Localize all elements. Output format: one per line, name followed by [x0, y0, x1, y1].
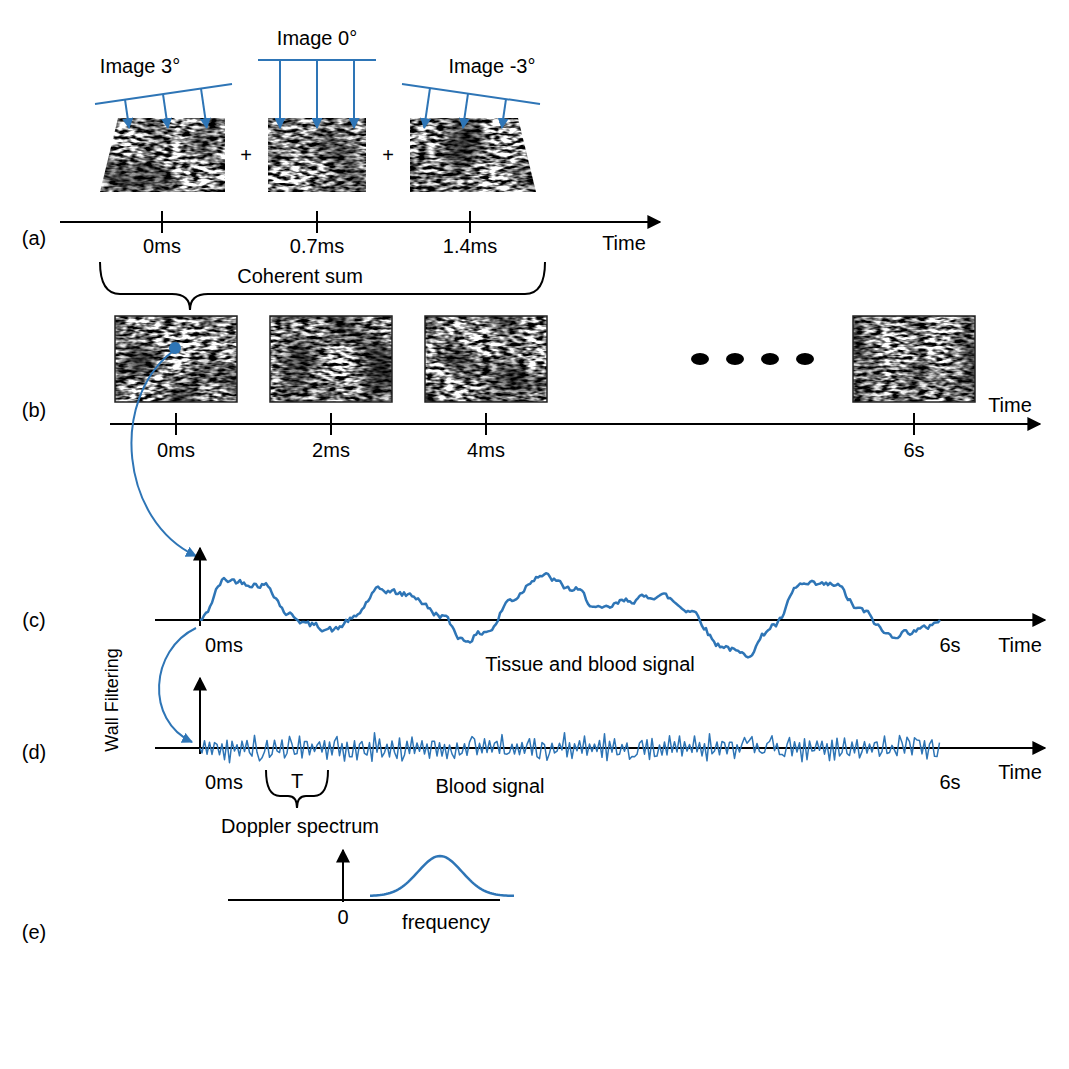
transmit-arrow	[279, 60, 281, 128]
ellipsis-dot	[726, 353, 744, 365]
tick-label: 0ms	[157, 439, 195, 462]
tick	[330, 413, 332, 435]
tick-label: 0ms	[205, 771, 243, 794]
pixel-arrow	[131, 352, 196, 556]
transmit-arrow	[353, 60, 355, 128]
signal-label: Blood signal	[436, 775, 545, 798]
signal-label: Tissue and blood signal	[485, 653, 694, 676]
image-label: Image -3°	[449, 55, 536, 78]
plot-title: Doppler spectrum	[221, 815, 379, 838]
annotation: Coherent sum	[237, 265, 363, 288]
axis-label: Time	[998, 761, 1042, 784]
ultrasound-frame	[853, 316, 975, 402]
blood-signal	[200, 733, 940, 763]
tick-label: 0ms	[205, 634, 243, 657]
transmit-arrow	[316, 60, 318, 128]
tick	[485, 413, 487, 435]
ultrasound-frame	[270, 316, 392, 402]
transmit-arrow	[163, 94, 168, 128]
brace	[100, 262, 545, 310]
tick-label: 4ms	[467, 439, 505, 462]
wavefront-line	[402, 84, 540, 104]
tick-label: 6s	[903, 439, 924, 462]
panel-label: (d)	[22, 741, 46, 764]
panel-label: (b)	[22, 399, 46, 422]
panel-label: (a)	[22, 227, 46, 250]
image-label: Image 3°	[100, 55, 180, 78]
tick-label: 0	[337, 906, 348, 929]
ultrasound-frame	[425, 316, 547, 402]
plus-sign: +	[240, 144, 252, 167]
ellipsis-dot	[796, 353, 814, 365]
transmit-arrow	[125, 100, 129, 128]
transmit-arrow	[201, 89, 207, 128]
amplitude-axis	[199, 548, 201, 626]
tick-label: 0ms	[143, 235, 181, 258]
time-axis	[110, 423, 1040, 425]
window-label: T	[291, 770, 303, 793]
tick-label: 2ms	[312, 439, 350, 462]
time-axis	[60, 221, 660, 223]
frame-border	[115, 316, 237, 402]
ellipsis-dot	[761, 353, 779, 365]
tick-label: 6s	[939, 634, 960, 657]
transmit-arrow	[463, 94, 468, 128]
transmit-arrow	[502, 99, 506, 128]
panel-label: (c)	[22, 609, 45, 632]
doppler-spectrum-curve	[370, 856, 514, 896]
wall-filter-arrow	[159, 628, 196, 742]
step-label: Wall Filtering	[102, 648, 123, 751]
spectrum-axis	[342, 850, 344, 902]
tick-label: 0.7ms	[290, 235, 344, 258]
frame-border	[270, 316, 392, 402]
tissue-blood-signal	[200, 573, 940, 657]
image-label: Image 0°	[277, 27, 357, 50]
tick	[913, 413, 915, 435]
panel-label: (e)	[22, 921, 46, 944]
tick-label: 6s	[939, 771, 960, 794]
axis-label: Time	[602, 232, 646, 255]
window-brace	[266, 770, 328, 808]
ultrasound-image	[268, 118, 366, 192]
axis-label: Time	[998, 634, 1042, 657]
drawing	[60, 60, 1045, 902]
tick	[161, 211, 163, 233]
time-axis	[155, 619, 1045, 621]
tick	[316, 211, 318, 233]
tick-label: 1.4ms	[443, 235, 497, 258]
frame-border	[853, 316, 975, 402]
ultrasound-frame	[115, 316, 237, 402]
frame-border	[425, 316, 547, 402]
plus-sign: +	[382, 144, 394, 167]
axis-label: frequency	[402, 911, 490, 934]
axis-label: Time	[988, 394, 1032, 417]
amplitude-axis	[199, 678, 201, 754]
tick	[469, 211, 471, 233]
ultrasound-image	[100, 118, 225, 192]
tick	[175, 413, 177, 435]
ultrasound-image	[410, 118, 536, 192]
ellipsis-dot	[691, 353, 709, 365]
transmit-arrow	[424, 88, 430, 128]
frequency-axis	[228, 899, 500, 901]
